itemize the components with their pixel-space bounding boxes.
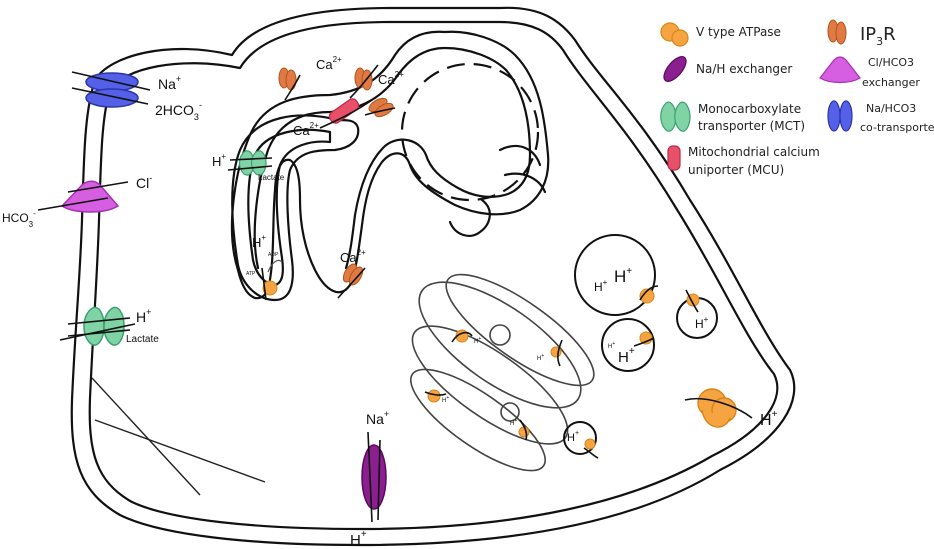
legend-vatpase-icon [660, 22, 689, 47]
svg-text:H+: H+ [510, 418, 517, 427]
ca-label-3: Ca2+ [293, 121, 319, 138]
legend-mct-label-1: Monocarboxylate [698, 102, 801, 116]
lactate-label-mct: Lactate [126, 334, 159, 345]
na-hco3-cotransporter [71, 71, 151, 108]
svg-text:H+: H+ [537, 353, 544, 362]
legend-nahco3-label-2: co-transporter [860, 121, 934, 134]
vatpase-plasma [684, 388, 753, 428]
ip3r-3 [364, 97, 396, 118]
ca-label-4: Ca2+ [340, 248, 366, 265]
na-label-top: Na+ [158, 74, 181, 92]
legend: V type ATPase IP3R Na/H exchanger Cl/HCO… [660, 19, 934, 177]
h-label-vesicle-1b: H+ [614, 266, 632, 286]
hco3-label-top: 2HCO3- [155, 100, 202, 122]
legend-clhco3-label-2: exchanger [862, 76, 920, 89]
legend-mcu-icon [667, 145, 681, 171]
ip3r-4 [337, 263, 366, 299]
vatpase-mito [261, 259, 283, 301]
cl-hco3-exchanger [37, 180, 129, 213]
ip3r-1 [278, 67, 301, 101]
svg-text:H+: H+ [608, 341, 615, 350]
legend-nah-label: Na/H exchanger [696, 62, 792, 76]
svg-text:H+: H+ [442, 395, 449, 404]
legend-mct-icon [660, 101, 691, 132]
legend-mcu-label-1: Mitochondrial calcium [688, 145, 820, 159]
vatpase-golgi [424, 285, 700, 459]
legend-ip3r-label: IP3R [860, 24, 896, 48]
h-label-vesicle-1a: H+ [594, 278, 608, 294]
cl-label: Cl- [136, 173, 152, 191]
atp-label: ATP [246, 271, 256, 277]
h-label-vatpase-out: H+ [760, 409, 778, 429]
ca-label-2: Ca2+ [378, 70, 404, 87]
h-label-mito: H+ [212, 152, 226, 169]
legend-nahco3-icon [827, 100, 853, 132]
mct-plasma [59, 306, 136, 346]
lactate-label-mito: Lactate [258, 173, 285, 182]
mct-mitochondrion [227, 150, 273, 176]
hco3-label-left: HCO3- [2, 209, 36, 229]
h-label-vesicle-3: H+ [695, 315, 709, 331]
legend-vatpase-label: V type ATPase [696, 25, 781, 39]
legend-mct-label-2: transporter (MCT) [698, 119, 805, 133]
h-label-vesicle-4: H+ [567, 430, 579, 444]
plasma-membrane [70, 6, 796, 547]
svg-text:H+: H+ [474, 336, 481, 345]
adp-label: ADP [268, 252, 279, 258]
golgi-apparatus [409, 273, 595, 472]
legend-clhco3-icon [819, 56, 861, 84]
legend-nahco3-label-1: Na/HCO3 [866, 102, 916, 115]
ip3r-2 [349, 64, 379, 99]
legend-ip3r-icon [827, 19, 847, 45]
h-label-bottom: H+ [350, 529, 367, 549]
mcu [319, 98, 373, 129]
na-label-bottom: Na+ [366, 409, 389, 427]
h-label-mct: H+ [136, 307, 151, 325]
h-label-mito-2: H+ [252, 233, 266, 250]
legend-nah-icon [663, 56, 687, 82]
legend-mcu-label-2: uniporter (MCU) [688, 163, 784, 177]
legend-clhco3-label-1: Cl/HCO3 [868, 56, 914, 69]
cytoskeleton [91, 377, 266, 496]
na-h-exchanger [361, 431, 387, 523]
h-labels-small: H+ H+ H+ H+ H+ [442, 336, 615, 427]
ca-label-1: Ca2+ [316, 55, 342, 72]
h-label-vesicle-2: H+ [618, 346, 635, 366]
